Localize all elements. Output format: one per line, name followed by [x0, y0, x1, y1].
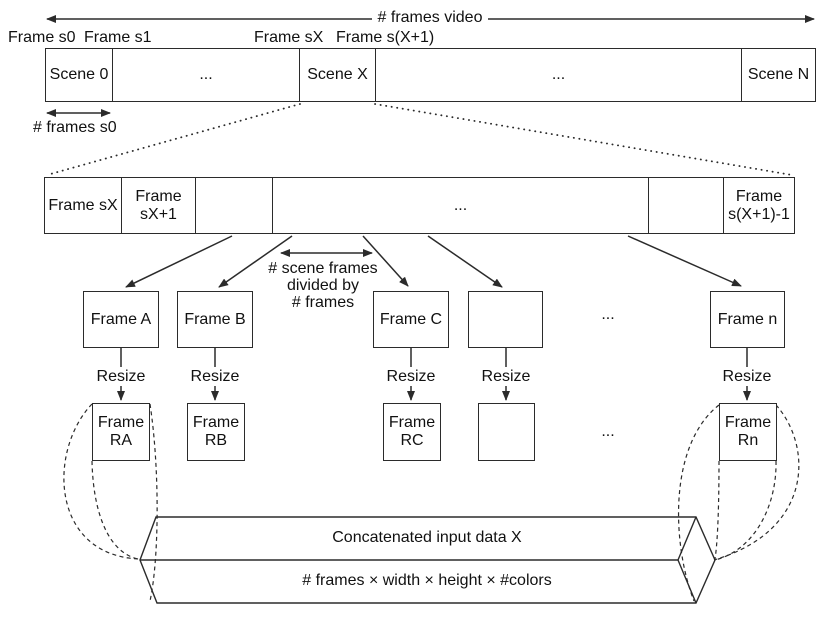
resize-label-d: Resize [481, 368, 531, 385]
expand-dotted-line-left [46, 103, 301, 176]
frame-rc-box: Frame RC [383, 403, 441, 461]
frame-n-box: Frame n [710, 291, 785, 348]
frame-a-box: Frame A [83, 291, 159, 348]
concat-prism-endcap-bottom-edge [677, 559, 697, 604]
concat-dimensions: # frames × width × height × #colors [302, 572, 552, 589]
sample-arrow-frame-c [362, 235, 409, 287]
projection-curve-ra-right [149, 403, 158, 602]
resized-frames-ellipsis: ... [601, 423, 615, 440]
resize-label-b: Resize [190, 368, 240, 385]
frame-ra-box: Frame RA [92, 403, 150, 461]
sample-arrow-frame-d [427, 235, 503, 288]
frame-s1-label: Frame s1 [84, 29, 152, 46]
projection-curve-ra-outer [63, 403, 140, 560]
scene-bar-cell-ellipsis-1: ... [112, 49, 299, 101]
detail-cell-frame-sx: Frame sX [48, 196, 118, 214]
resize-label-n: Resize [722, 368, 772, 385]
detail-cell-empty-1 [195, 178, 272, 233]
frames-video-label: # frames video [372, 9, 488, 26]
detail-cell-empty-2 [648, 178, 723, 233]
concat-prism-endcap-top-edge [677, 516, 697, 561]
scene-bar: Scene 0 ... Scene X ... Scene N [45, 48, 816, 102]
projection-curve-rn-inner-right [714, 460, 777, 561]
resize-label-c: Resize [386, 368, 436, 385]
scene-bar-cell-sceneX: Scene X [299, 49, 375, 101]
projection-curve-rn-outer-left [677, 404, 720, 602]
sample-arrow-frame-b [218, 235, 293, 288]
scene-bar-cell-scene0: Scene 0 [49, 66, 109, 83]
projection-curve-rn-inner-left [714, 460, 720, 560]
frames-s0-label: # frames s0 [33, 119, 117, 136]
sample-arrow-frame-a [125, 235, 233, 288]
frame-s0-label: Frame s0 [8, 29, 76, 46]
detail-cell-frame-sx1: Frame sX+1 [121, 178, 195, 233]
detail-cell-ellipsis: ... [272, 178, 648, 233]
frame-rb-box: Frame RB [187, 403, 245, 461]
scene-detail-bar: Frame sX Frame sX+1 ... Frame s(X+1)-1 [44, 177, 795, 234]
frame-rn-box: Frame Rn [719, 403, 777, 461]
frame-sx-label: Frame sX [254, 29, 324, 46]
frame-empty-box [468, 291, 543, 348]
projection-curve-ra-inner [91, 460, 139, 560]
frames-ellipsis: ... [601, 306, 615, 323]
detail-cell-frame-sx1-minus1: Frame s(X+1)-1 [723, 178, 794, 233]
resize-label-a: Resize [96, 368, 146, 385]
frame-b-box: Frame B [177, 291, 253, 348]
frame-rempty-box [478, 403, 535, 461]
scene-bar-cell-sceneN: Scene N [741, 49, 815, 101]
concat-title: Concatenated input data X [332, 529, 522, 546]
expand-dotted-line-right [374, 103, 793, 176]
sample-arrow-frame-n [627, 235, 742, 287]
frame-c-box: Frame C [373, 291, 449, 348]
scene-bar-cell-ellipsis-2: ... [375, 49, 741, 101]
scene-frames-note: # scene frames divided by # frames [268, 260, 378, 311]
frame-sx1-label: Frame s(X+1) [336, 29, 435, 46]
